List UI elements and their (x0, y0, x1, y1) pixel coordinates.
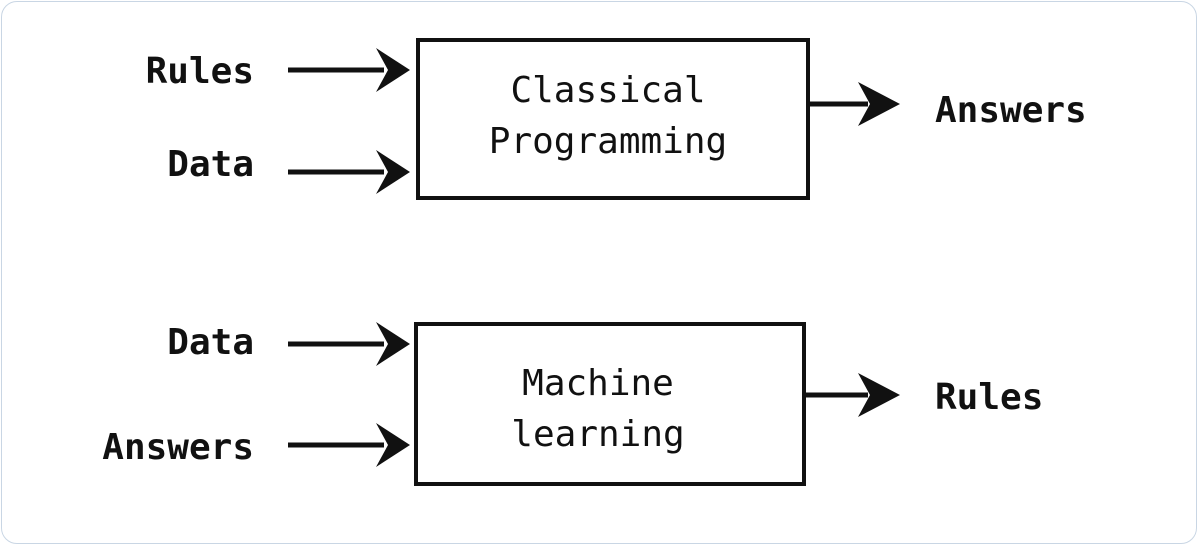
input-arrow-data (288, 150, 410, 194)
input-arrow-answers-ml (288, 423, 410, 467)
classical-programming-box (416, 38, 810, 200)
classical-programming-group: Rules Data Classical Programming Answers (146, 38, 1087, 200)
machine-learning-line-1: Machine (522, 363, 674, 404)
input-arrow-rules (288, 48, 410, 92)
output-arrow-answers (810, 82, 900, 126)
input-arrow-data-ml (288, 322, 410, 366)
output-label-rules: Rules (935, 377, 1043, 418)
machine-learning-group: Data Answers Machine learning Rules (102, 322, 1043, 486)
input-label-data: Data (167, 144, 254, 185)
machine-learning-line-2: learning (511, 414, 684, 455)
output-arrow-rules (806, 373, 900, 417)
machine-learning-box (414, 322, 806, 486)
classical-programming-line-1: Classical (510, 70, 705, 111)
classical-programming-line-2: Programming (489, 121, 727, 162)
input-label-data-ml: Data (167, 322, 254, 363)
input-label-rules: Rules (146, 51, 254, 92)
output-label-answers: Answers (935, 90, 1087, 131)
input-label-answers-ml: Answers (102, 427, 254, 468)
